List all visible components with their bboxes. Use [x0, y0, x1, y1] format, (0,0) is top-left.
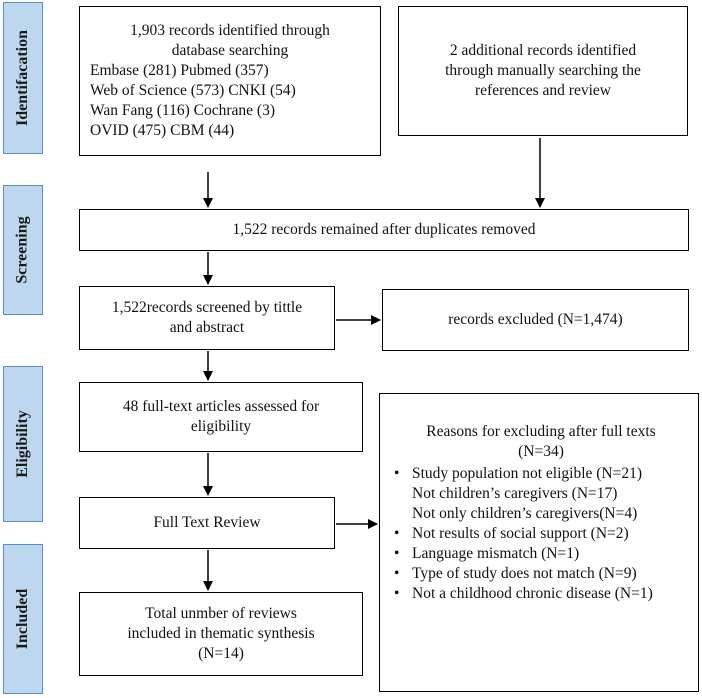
exclusion-reasons-list: Study population not eligible (N=21) Not…	[390, 464, 692, 604]
source-line-1: Embase (281) Pubmed (357)	[90, 62, 269, 79]
records-excluded-box: records excluded (N=1,474)	[382, 289, 689, 351]
stage-included: Included	[3, 544, 43, 694]
reason-item: Not results of social support (N=2)	[390, 524, 692, 544]
database-search-line1: 1,903 records identified through	[130, 22, 330, 39]
manual-search-line3: references and review	[475, 82, 611, 99]
screened-line2: and abstract	[169, 319, 245, 336]
stage-eligibility: Eligibility	[3, 366, 43, 522]
stage-screening: Screening	[3, 185, 43, 315]
stage-identification: Identifacation	[3, 2, 43, 154]
reason-subitem: Not only children’s caregivers(N=4)	[412, 505, 638, 522]
records-excluded-text: records excluded (N=1,474)	[448, 311, 623, 328]
included-total-line3: (N=14)	[198, 645, 244, 662]
exclusion-reasons-title-line1: Reasons for excluding after full texts	[426, 423, 656, 440]
duplicates-removed-text: 1,522 records remained after duplicates …	[232, 221, 536, 238]
reason-item: Type of study does not match (N=9)	[390, 564, 692, 584]
manual-search-box: 2 additional records identified through …	[398, 6, 688, 136]
full-text-assessed-box: 48 full-text articles assessed for eligi…	[79, 382, 363, 452]
reason-item: Not a childhood chronic disease (N=1)	[390, 584, 692, 604]
duplicates-removed-box: 1,522 records remained after duplicates …	[79, 209, 689, 251]
screened-box: 1,522records screened by tittle and abst…	[79, 286, 335, 350]
included-total-line1: Total unmber of reviews	[145, 605, 297, 622]
reason-item: Study population not eligible (N=21)	[390, 464, 692, 484]
manual-search-line2: through manually searching the	[445, 62, 641, 79]
database-search-line2: database searching	[171, 42, 289, 59]
manual-search-line1: 2 additional records identified	[449, 42, 637, 59]
database-search-box: 1,903 records identified through databas…	[79, 6, 381, 156]
exclusion-reasons-box: Reasons for excluding after full texts (…	[379, 393, 699, 692]
source-line-3: Wan Fang (116) Cochrane (3)	[90, 102, 275, 119]
included-total-line2: included in thematic synthesis	[127, 625, 315, 642]
full-text-review-text: Full Text Review	[153, 514, 261, 531]
reason-subitem: Not children’s caregivers (N=17)	[412, 485, 618, 502]
exclusion-reasons-title-line2: (N=34)	[518, 443, 564, 460]
included-total-box: Total unmber of reviews included in them…	[79, 592, 363, 676]
source-line-2: Web of Science (573) CNKI (54)	[90, 82, 296, 99]
source-line-4: OVID (475) CBM (44)	[90, 122, 235, 139]
full-text-review-box: Full Text Review	[79, 497, 335, 549]
full-text-assessed-line2: eligibility	[190, 418, 252, 435]
reason-item: Language mismatch (N=1)	[390, 544, 692, 564]
full-text-assessed-line1: 48 full-text articles assessed for	[122, 398, 320, 415]
screened-line1: 1,522records screened by tittle	[111, 299, 303, 316]
